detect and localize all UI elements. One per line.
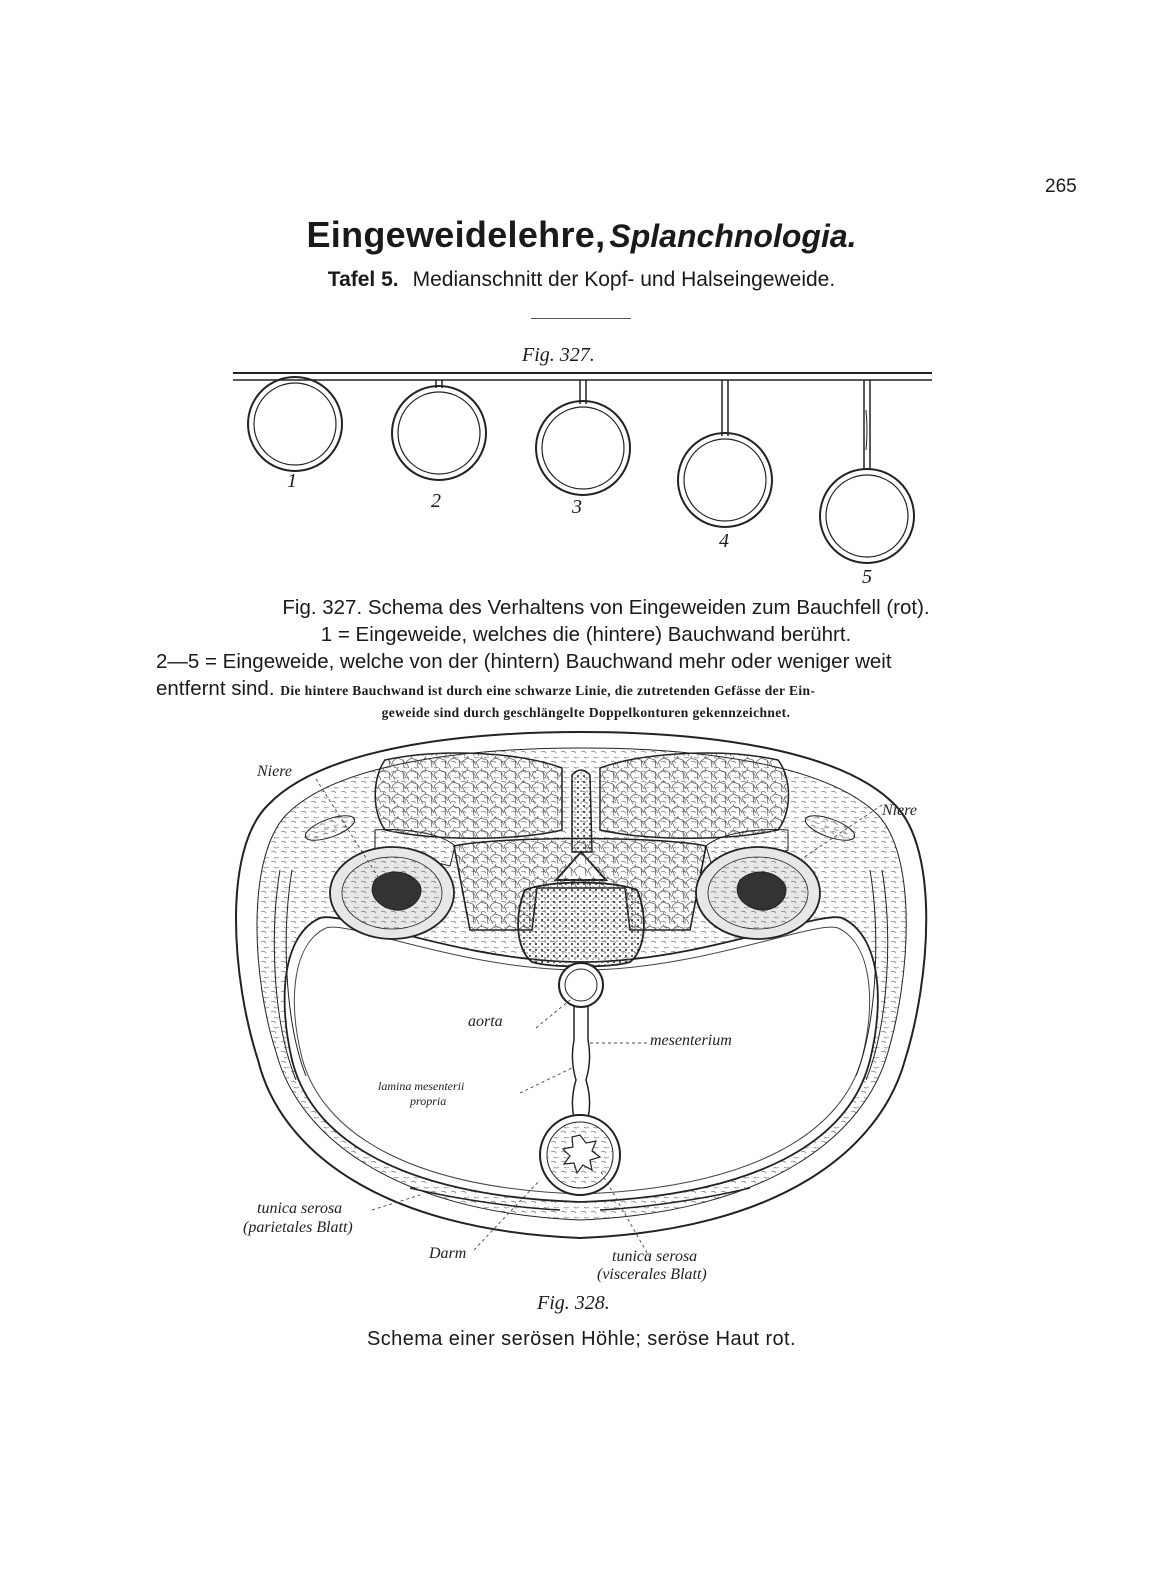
kidney-right [696,847,820,939]
label-lamina-2: propria [410,1094,446,1109]
label-lamina-1: lamina mesenterii [378,1079,464,1094]
vertebral-body [518,883,644,967]
back-muscle-right [600,753,789,838]
label-tunica-parietal-1: tunica serosa [257,1200,342,1218]
label-niere-left: Niere [257,763,292,781]
fig-328-diagram [0,0,1163,1320]
label-tunica-visceral-1: tunica serosa [612,1248,697,1266]
fig-328-label: Fig. 328. [537,1292,610,1315]
intestine [540,1115,620,1195]
kidney-left [330,847,454,939]
label-tunica-visceral-2: (viscerales Blatt) [597,1266,707,1284]
aorta [559,963,603,1007]
fig-328-caption: Schema einer serösen Höhle; seröse Haut … [0,1328,1163,1351]
label-darm: Darm [429,1245,466,1263]
label-tunica-parietal-2: (parietales Blatt) [243,1219,353,1237]
label-mesenterium: mesenterium [650,1032,732,1050]
label-niere-right: Niere [882,802,917,820]
label-aorta: aorta [468,1013,503,1031]
back-muscle-left [375,753,562,838]
